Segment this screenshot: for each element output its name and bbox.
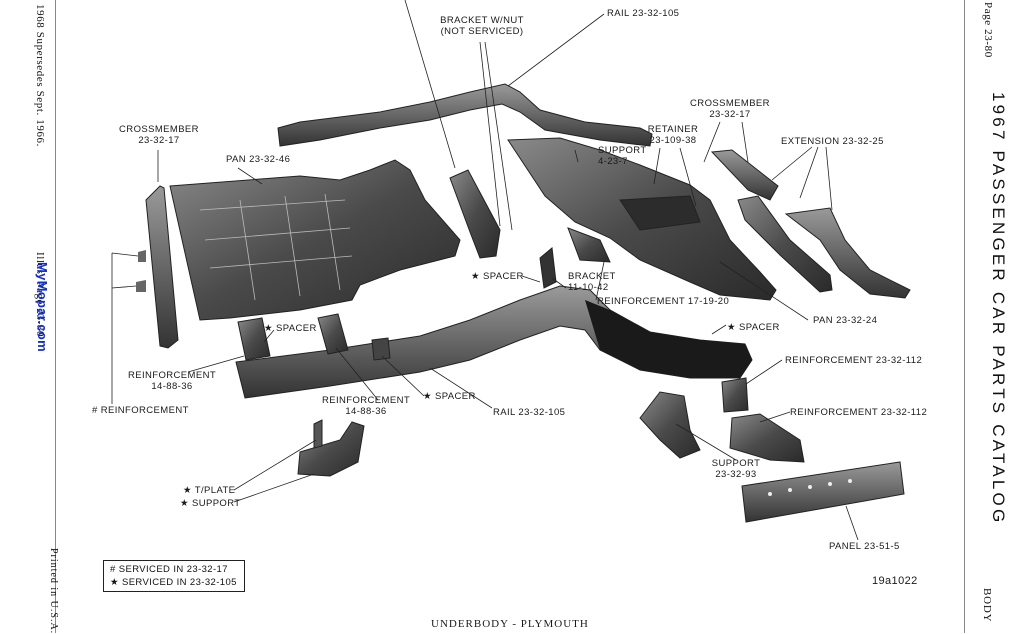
label-crossmember-left-text: CROSSMEMBER	[119, 124, 199, 135]
label-spacer-mid: ★ SPACER	[471, 271, 524, 282]
legend-row-serviced-17: # SERVICED IN 23-32-17	[110, 564, 228, 575]
rail-top-part	[277, 83, 653, 147]
label-reinforcement-center-num: 14-88-36	[345, 406, 387, 417]
crossmember-right-part	[710, 149, 779, 201]
panel-holes	[768, 479, 852, 496]
label-pan-left: PAN 23-32-46	[226, 154, 291, 165]
label-crossmember-left: CROSSMEMBER 23-32-17	[114, 124, 204, 146]
legend-row-serviced-105: ★ SERVICED IN 23-32-105	[110, 577, 237, 588]
label-support-right: SUPPORT 23-32-93	[706, 458, 766, 480]
spacer-bottom-part	[371, 337, 391, 361]
t-plate-part	[313, 419, 323, 449]
label-t-plate: ★ T/PLATE	[183, 485, 236, 496]
bracket-w-nut-part	[449, 169, 501, 259]
label-reinforcement-left-num: 14-88-36	[151, 381, 193, 392]
label-bracket-mid: BRACKET 11-10-42	[568, 271, 616, 293]
label-support-right-text: SUPPORT	[711, 458, 761, 469]
crossmember-bolt-b	[136, 280, 146, 292]
crossmember-left-part	[145, 185, 179, 349]
label-bracket-w-nut: BRACKET W/NUT (NOT SERVICED)	[432, 15, 532, 37]
label-crossmember-right-num: 23-32-17	[709, 109, 751, 120]
label-reinforcement-112-b: REINFORCEMENT 23-32-112	[790, 407, 928, 418]
label-crossmember-right-text: CROSSMEMBER	[690, 98, 770, 109]
illustration-number: 19a1022	[872, 575, 918, 587]
right-margin-rule	[964, 0, 965, 633]
leader-lines	[111, 0, 859, 541]
support-left-part	[297, 421, 365, 477]
label-crossmember-left-num: 23-32-17	[138, 135, 180, 146]
label-crossmember-right: CROSSMEMBER 23-32-17	[688, 98, 772, 120]
label-support-top-text: SUPPORT	[598, 145, 647, 156]
left-margin-rule	[55, 0, 56, 633]
pan-left-part	[169, 159, 461, 321]
reinforcement-112-b-part	[729, 413, 805, 463]
label-support-left: ★ SUPPORT	[180, 498, 241, 509]
reinforcement-left-part	[237, 317, 271, 361]
label-support-top: SUPPORT 4-23-7	[598, 145, 647, 167]
spacer-mid-part	[539, 247, 557, 289]
label-spacer-bottom: ★ SPACER	[423, 391, 476, 402]
support-right-part	[639, 391, 701, 459]
label-retainer-text: RETAINER	[647, 124, 699, 135]
extension-part-b	[784, 207, 911, 299]
label-extension: EXTENSION 23-32-25	[781, 136, 884, 147]
extension-part-a	[737, 195, 833, 293]
retainer-part	[619, 195, 701, 231]
label-reinforcement-mid: REINFORCEMENT 17-19-20	[597, 296, 730, 307]
label-bracket-mid-text: BRACKET	[568, 271, 616, 282]
label-bracket-mid-num: 11-10-42	[568, 282, 609, 293]
reinforcement-112-a-part	[721, 377, 749, 413]
label-reinforcement-112-a: REINFORCEMENT 23-32-112	[785, 355, 923, 366]
rail-bottom-shadow	[585, 300, 752, 378]
label-reinforcement-center: REINFORCEMENT 14-88-36	[320, 395, 412, 417]
label-support-right-num: 23-32-93	[715, 469, 757, 480]
legend-box: # SERVICED IN 23-32-17 ★ SERVICED IN 23-…	[103, 560, 245, 592]
label-retainer: RETAINER 23-109-38	[640, 124, 706, 146]
crossmember-bolt-a	[138, 250, 146, 262]
footer-title: UNDERBODY - PLYMOUTH	[431, 618, 589, 630]
panel-part	[741, 461, 905, 523]
label-panel: PANEL 23-51-5	[829, 541, 900, 552]
pan-left-ribs	[199, 193, 353, 301]
label-support-top-num: 4-23-7	[598, 156, 628, 167]
label-rail-top: RAIL 23-32-105	[607, 8, 680, 19]
label-not-serviced-text: (NOT SERVICED)	[440, 26, 524, 37]
label-reinforcement-left-text: REINFORCEMENT	[127, 370, 217, 381]
label-rail-bottom: RAIL 23-32-105	[493, 407, 566, 418]
label-bracket-w-nut-text: BRACKET W/NUT	[440, 15, 524, 26]
label-reinforcement-left: REINFORCEMENT 14-88-36	[126, 370, 218, 392]
reinforcement-center-part	[317, 313, 349, 355]
label-pan-right: PAN 23-32-24	[813, 315, 878, 326]
label-reinforcement-center-text: REINFORCEMENT	[321, 395, 411, 406]
reinforcement-mid-part	[567, 227, 611, 263]
label-spacer-left: ★ SPACER	[264, 323, 317, 334]
label-spacer-right: ★ SPACER	[727, 322, 780, 333]
label-retainer-num: 23-109-38	[649, 135, 697, 146]
label-reinforcement-star: # REINFORCEMENT	[92, 405, 189, 416]
